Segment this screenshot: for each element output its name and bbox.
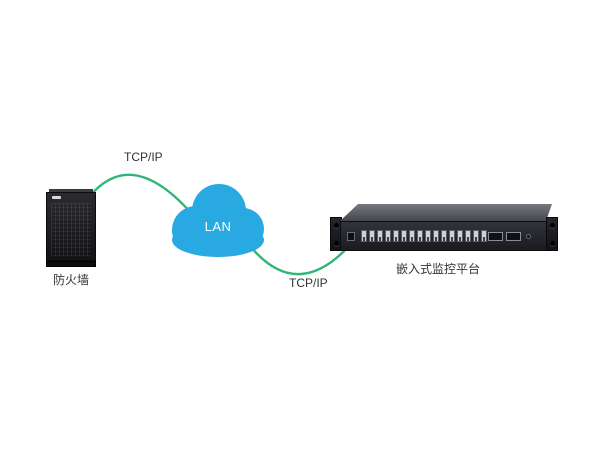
rj45-port — [361, 230, 367, 242]
monitoring-platform-device — [330, 204, 558, 254]
rj45-port — [393, 230, 399, 242]
console-port — [347, 232, 355, 241]
sfp-port — [506, 232, 521, 241]
switch-label: 嵌入式监控平台 — [396, 262, 481, 276]
rj45-port — [401, 230, 407, 242]
firewall-front-panel — [46, 192, 96, 261]
sfp-port — [488, 232, 503, 241]
rj45-port — [465, 230, 471, 242]
firewall-label: 防火墙 — [52, 273, 89, 287]
rj45-port — [441, 230, 447, 242]
rj45-port — [473, 230, 479, 242]
rj45-port — [417, 230, 423, 242]
rj45-port — [457, 230, 463, 242]
rj45-port — [377, 230, 383, 242]
lan-cloud-label: LAN — [204, 219, 232, 234]
switch-front-panel — [340, 221, 548, 251]
firewall-top-face — [49, 189, 93, 193]
tcpip-label-top: TCP/IP — [124, 150, 163, 164]
connection-lines — [88, 173, 358, 276]
link-firewall-to-lan — [88, 173, 194, 216]
mounting-hole — [334, 223, 339, 228]
firewall-logo — [52, 196, 61, 199]
rj45-ports — [361, 230, 487, 242]
mounting-hole — [550, 223, 555, 228]
rack-ear-right — [546, 217, 558, 251]
link-lan-to-switch — [248, 236, 358, 276]
rj45-port — [425, 230, 431, 242]
rj45-port — [409, 230, 415, 242]
firewall-vent-grid — [51, 203, 91, 256]
firewall-base — [46, 261, 96, 267]
switch-top-face — [340, 204, 552, 221]
power-led — [526, 234, 531, 239]
firewall-device — [46, 189, 96, 267]
rj45-port — [481, 230, 487, 242]
rj45-port — [433, 230, 439, 242]
tcpip-label-bottom: TCP/IP — [289, 276, 328, 290]
sfp-ports — [488, 232, 521, 241]
rj45-port — [449, 230, 455, 242]
lan-cloud-icon — [172, 184, 264, 257]
mounting-hole — [334, 241, 339, 246]
rj45-port — [369, 230, 375, 242]
mounting-hole — [550, 241, 555, 246]
rj45-port — [385, 230, 391, 242]
